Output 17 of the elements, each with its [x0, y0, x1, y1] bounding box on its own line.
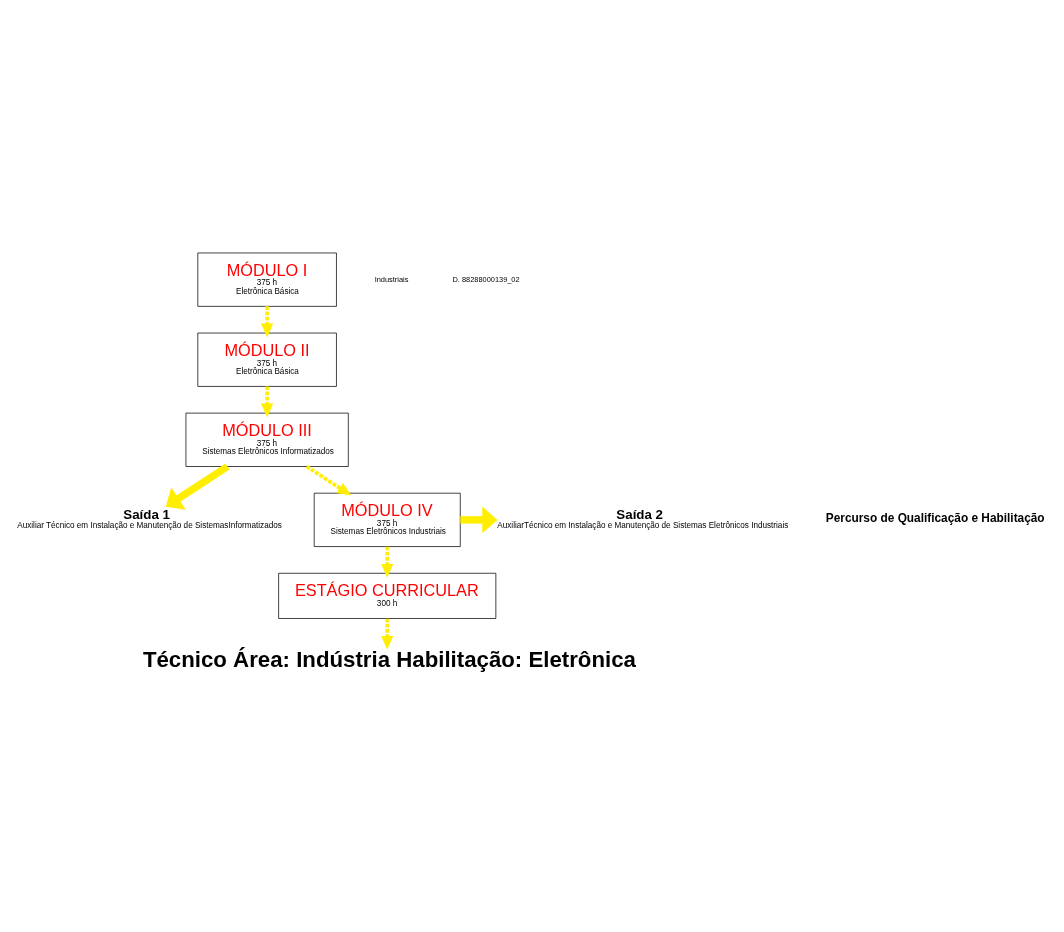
node-box: MÓDULO III 375 h Sistemas Eletrônicos Informatizados: [185, 412, 349, 467]
node-box: MÓDULO II 375 h Eletrônica Básica: [197, 332, 337, 387]
arrow: [165, 462, 230, 510]
node-text: Saída 2 AuxiliarTécnico em Instalação e Manutenção de Sistemas Eletrônicos Industriais: [497, 506, 789, 530]
label: Percurso de Qualificação e Habilitação: [825, 510, 1045, 525]
node-text: Técnico Área: Indústria Habilitação: Eletrônica: [142, 646, 636, 672]
node-box: ESTÁGIO CURRICULAR 300 h: [278, 572, 497, 619]
arrow: [305, 464, 352, 496]
arrow: [381, 618, 394, 650]
node-text: Saída 1 Auxiliar Técnico em Instalação e Manutenção de SistemasInformatizados: [17, 506, 282, 530]
label: Industriais: [374, 274, 409, 284]
arrow: [261, 385, 274, 417]
arrow: [381, 546, 394, 578]
node-box: MÓDULO I 375 h Eletrônica Básica: [197, 252, 337, 307]
node-box: MÓDULO IV 375 h Sistemas Eletrônicos Industriais: [313, 492, 461, 547]
arrow: [261, 305, 274, 337]
label: D. 88288000139_02: [452, 274, 520, 284]
